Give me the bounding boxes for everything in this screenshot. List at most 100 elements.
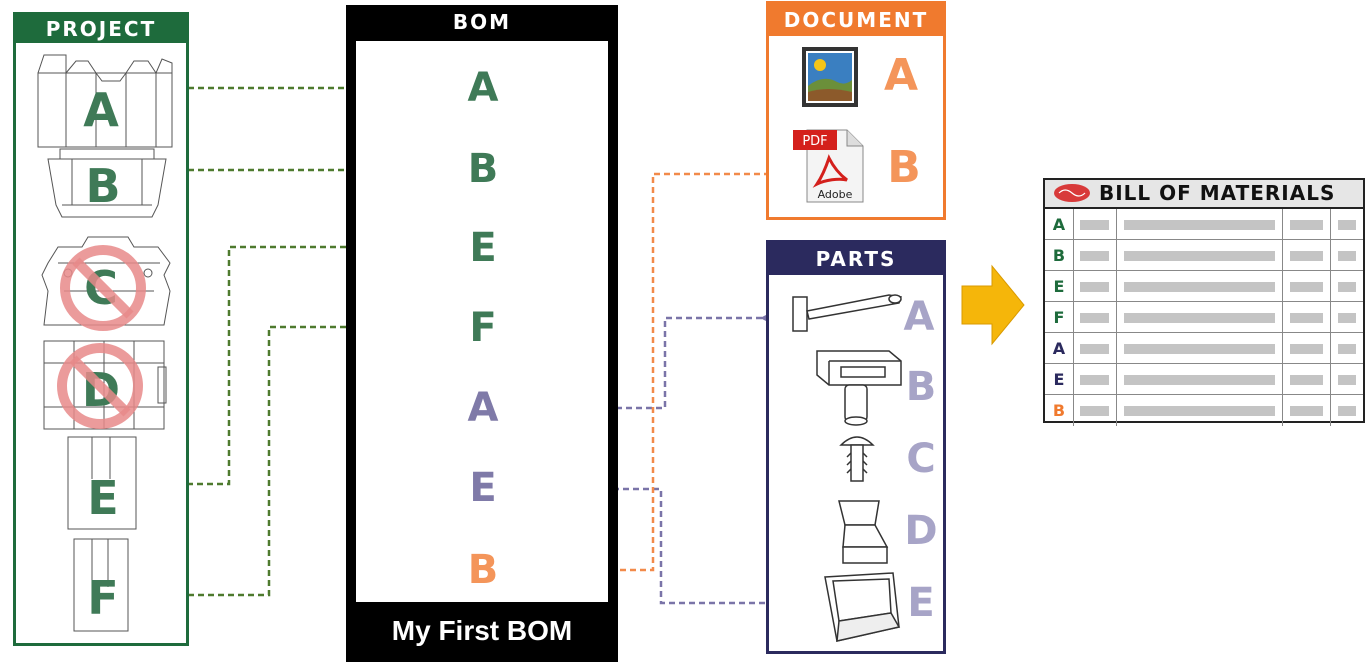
table-cell bbox=[1117, 395, 1283, 426]
placeholder-bar bbox=[1124, 251, 1275, 261]
table-row: A bbox=[1045, 209, 1363, 240]
table-cell bbox=[1073, 302, 1117, 332]
table-row-letter: E bbox=[1045, 364, 1074, 394]
bom-letter-e-project: E bbox=[469, 225, 497, 271]
bill-title: BILL OF MATERIALS bbox=[1099, 181, 1336, 205]
placeholder-bar bbox=[1338, 406, 1356, 416]
placeholder-bar bbox=[1290, 406, 1323, 416]
placeholder-bar bbox=[1124, 313, 1275, 323]
part-letter-a: A bbox=[903, 294, 935, 340]
table-cell bbox=[1283, 395, 1331, 426]
placeholder-bar bbox=[1338, 375, 1356, 385]
placeholder-bar bbox=[1080, 251, 1109, 261]
part-drawing-d bbox=[838, 500, 889, 564]
document-panel: DOCUMENT A PDF Adobe B bbox=[766, 1, 946, 220]
project-letter-e: E bbox=[87, 471, 119, 525]
placeholder-bar bbox=[1124, 344, 1275, 354]
table-row: E bbox=[1045, 364, 1363, 395]
project-panel: PROJECT A B bbox=[13, 12, 189, 646]
arrow-document-b-bom-b bbox=[523, 169, 788, 575]
pdf-icon-brand: Adobe bbox=[818, 188, 853, 201]
table-row-letter: F bbox=[1045, 302, 1074, 332]
table-cell bbox=[1073, 395, 1117, 426]
part-letter-e: E bbox=[907, 580, 935, 626]
project-drawing-a bbox=[37, 54, 173, 148]
placeholder-bar bbox=[1290, 251, 1323, 261]
table-cell bbox=[1073, 333, 1117, 363]
part-drawing-a bbox=[792, 294, 902, 332]
project-drawing-d bbox=[43, 340, 167, 430]
placeholder-bar bbox=[1124, 406, 1275, 416]
part-drawing-c bbox=[839, 436, 875, 482]
placeholder-bar bbox=[1080, 344, 1109, 354]
image-file-icon bbox=[802, 47, 858, 107]
document-letter-b: B bbox=[887, 142, 921, 193]
placeholder-bar bbox=[1338, 220, 1356, 230]
bom-letter-f-project: F bbox=[469, 305, 497, 351]
table-cell bbox=[1117, 302, 1283, 332]
project-drawing-b bbox=[47, 148, 167, 218]
placeholder-bar bbox=[1080, 220, 1109, 230]
pdf-icon-label: PDF bbox=[802, 134, 827, 149]
placeholder-bar bbox=[1338, 251, 1356, 261]
table-cell bbox=[1331, 271, 1363, 301]
placeholder-bar bbox=[1338, 344, 1356, 354]
table-cell bbox=[1073, 364, 1117, 394]
table-cell bbox=[1073, 271, 1117, 301]
table-cell bbox=[1073, 209, 1117, 239]
table-row-letter: A bbox=[1045, 333, 1074, 363]
table-cell bbox=[1073, 240, 1117, 270]
table-cell bbox=[1283, 209, 1331, 239]
table-cell bbox=[1331, 240, 1363, 270]
table-cell bbox=[1283, 240, 1331, 270]
parts-title: PARTS bbox=[769, 243, 943, 275]
bom-footer: My First BOM bbox=[391, 615, 573, 646]
bom-letter-a-parts: A bbox=[467, 385, 499, 431]
placeholder-bar bbox=[1080, 282, 1109, 292]
project-drawing-e bbox=[67, 436, 137, 530]
table-cell bbox=[1283, 271, 1331, 301]
document-title: DOCUMENT bbox=[769, 4, 943, 36]
part-drawing-b bbox=[816, 350, 902, 426]
placeholder-bar bbox=[1124, 282, 1275, 292]
document-letter-a: A bbox=[883, 50, 919, 101]
bom-list bbox=[356, 41, 608, 602]
placeholder-bar bbox=[1124, 220, 1275, 230]
table-cell bbox=[1331, 364, 1363, 394]
placeholder-bar bbox=[1338, 313, 1356, 323]
table-row: A bbox=[1045, 333, 1363, 364]
parts-panel: PARTS A B C D bbox=[766, 240, 946, 654]
table-row: B bbox=[1045, 395, 1363, 426]
bom-letter-b-project: B bbox=[467, 146, 499, 192]
placeholder-bar bbox=[1124, 375, 1275, 385]
bom-title: BOM bbox=[452, 10, 512, 34]
logo-icon bbox=[1054, 184, 1090, 202]
pdf-file-icon: PDF Adobe bbox=[793, 129, 864, 203]
part-drawing-e bbox=[824, 572, 901, 642]
table-cell bbox=[1117, 333, 1283, 363]
placeholder-bar bbox=[1290, 375, 1323, 385]
bom-panel: BOM My First BOM bbox=[346, 5, 618, 662]
table-cell bbox=[1331, 333, 1363, 363]
bom-letter-e-parts: E bbox=[469, 465, 497, 511]
placeholder-bar bbox=[1080, 406, 1109, 416]
table-cell bbox=[1117, 209, 1283, 239]
placeholder-bar bbox=[1080, 375, 1109, 385]
table-row: E bbox=[1045, 271, 1363, 302]
project-drawing-f bbox=[73, 538, 129, 632]
bom-letter-b-document: B bbox=[467, 547, 499, 593]
bom-letter-a-project: A bbox=[467, 65, 499, 111]
table-cell bbox=[1117, 364, 1283, 394]
bill-header: BILL OF MATERIALS bbox=[1045, 180, 1363, 209]
placeholder-bar bbox=[1290, 344, 1323, 354]
prohibited-icon-c bbox=[60, 245, 146, 331]
part-letter-c: C bbox=[906, 436, 936, 482]
forward-arrow-icon bbox=[961, 264, 1025, 346]
placeholder-bar bbox=[1290, 313, 1323, 323]
table-cell bbox=[1283, 364, 1331, 394]
table-cell bbox=[1117, 240, 1283, 270]
table-cell bbox=[1117, 271, 1283, 301]
placeholder-bar bbox=[1338, 282, 1356, 292]
prohibited-icon-d bbox=[57, 343, 143, 429]
